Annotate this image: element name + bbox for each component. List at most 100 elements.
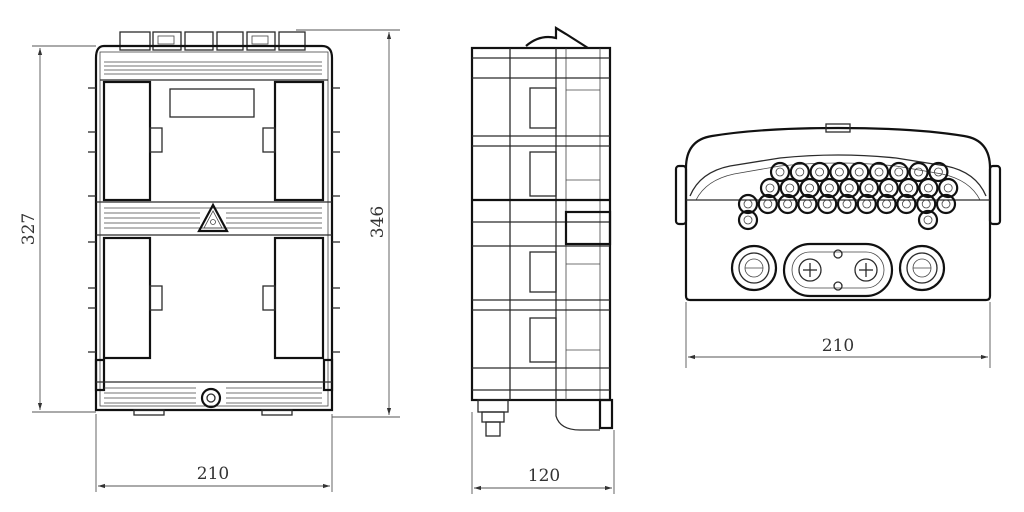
port-hole: [938, 177, 959, 199]
port-hole-inner: [941, 199, 951, 209]
bottom-view: 210: [674, 123, 1002, 368]
side-depth-label: 120: [528, 466, 560, 486]
port-hole: [896, 193, 917, 215]
port-hole-inner: [862, 199, 872, 209]
side-view: 120: [470, 26, 615, 494]
bottom-dimensions: [685, 302, 991, 368]
left-round-gland: [730, 244, 778, 292]
port-hole-inner: [822, 199, 832, 209]
port-hole-inner: [743, 215, 753, 225]
side-dimensions: [471, 412, 615, 494]
front-height-label: 327: [19, 213, 39, 245]
right-round-gland: [898, 244, 946, 292]
port-hole: [908, 161, 929, 183]
port-hole-inner: [743, 199, 753, 209]
front-top-latches: [119, 31, 306, 51]
front-upper-plates: [102, 80, 325, 202]
port-hole-inner: [904, 183, 913, 193]
port-hole: [779, 177, 800, 199]
bottom-left-tab: [674, 164, 688, 226]
port-hole-inner: [943, 183, 953, 193]
port-hole-inner: [842, 199, 852, 209]
port-hole-inner: [763, 199, 773, 209]
port-hole: [876, 193, 897, 215]
port-hole-inner: [914, 167, 923, 177]
port-hole: [757, 193, 778, 215]
front-lower-plates: [102, 236, 325, 360]
port-hole-inner: [803, 199, 812, 209]
port-hole: [836, 193, 858, 215]
port-hole-inner: [882, 199, 891, 209]
bottom-housing-outline: [684, 126, 992, 302]
front-body-outline: [94, 44, 334, 412]
port-hole-inner: [825, 183, 834, 193]
port-hole: [799, 177, 820, 199]
port-hole: [797, 193, 818, 215]
port-hole: [737, 209, 759, 231]
warning-triangle-icon: [197, 202, 229, 233]
port-hole: [916, 193, 937, 215]
front-screw-icon: [200, 387, 222, 409]
front-width-label: 210: [197, 464, 229, 484]
front-dimensions: [32, 29, 400, 492]
port-hole: [759, 177, 781, 199]
front-view: 327 346 210: [19, 29, 400, 492]
port-hole-inner: [934, 167, 943, 177]
port-hole-inner: [864, 183, 874, 193]
port-hole: [809, 161, 830, 183]
front-side-ticks: [88, 87, 340, 392]
port-hole: [898, 177, 919, 199]
port-hole: [839, 177, 860, 199]
port-hole-inner: [854, 167, 864, 177]
port-hole: [737, 193, 759, 215]
side-body-outline: [470, 46, 612, 402]
port-hole-inner: [765, 183, 775, 193]
label-window: [169, 88, 255, 118]
port-hole-inner: [884, 183, 894, 193]
port-hole-inner: [894, 167, 904, 177]
port-hole-inner: [835, 167, 844, 177]
port-hole: [858, 177, 880, 199]
port-hole-inner: [844, 183, 854, 193]
port-hole-inner: [795, 167, 805, 177]
front-overall-height-label: 346: [368, 206, 388, 238]
port-hole: [849, 161, 870, 183]
port-hole-inner: [815, 167, 824, 177]
side-hinge: [525, 26, 589, 49]
front-bottom-ribs: [96, 381, 332, 416]
front-top-ribs: [100, 61, 328, 81]
bottom-width-label: 210: [822, 336, 854, 356]
port-hole: [917, 209, 939, 231]
port-hole: [868, 161, 890, 183]
port-hole-inner: [783, 199, 792, 209]
port-hole: [789, 161, 810, 183]
port-hole: [777, 193, 798, 215]
port-hole-inner: [874, 167, 884, 177]
port-hole: [769, 161, 791, 183]
side-ribs: [472, 57, 610, 391]
center-oval-gland: [782, 242, 894, 298]
port-hole-inner: [785, 183, 795, 193]
bottom-right-tab: [988, 164, 1002, 226]
port-hole-inner: [805, 183, 814, 193]
port-hole: [918, 177, 939, 199]
port-hole: [888, 161, 909, 183]
port-hole-inner: [921, 199, 931, 209]
port-hole: [819, 177, 840, 199]
port-hole: [829, 161, 850, 183]
port-hole-inner: [924, 183, 933, 193]
port-hole: [878, 177, 899, 199]
port-hole: [935, 193, 957, 215]
port-hole: [817, 193, 838, 215]
port-hole: [856, 193, 877, 215]
port-hole-inner: [902, 199, 911, 209]
port-hole-inner: [775, 167, 785, 177]
cable-port-holes: [737, 161, 959, 231]
front-middle-band: [96, 201, 332, 236]
port-hole-inner: [923, 215, 933, 225]
port-hole: [928, 161, 949, 183]
side-cable-gland: [477, 398, 614, 437]
side-latch-blocks: [529, 87, 612, 363]
